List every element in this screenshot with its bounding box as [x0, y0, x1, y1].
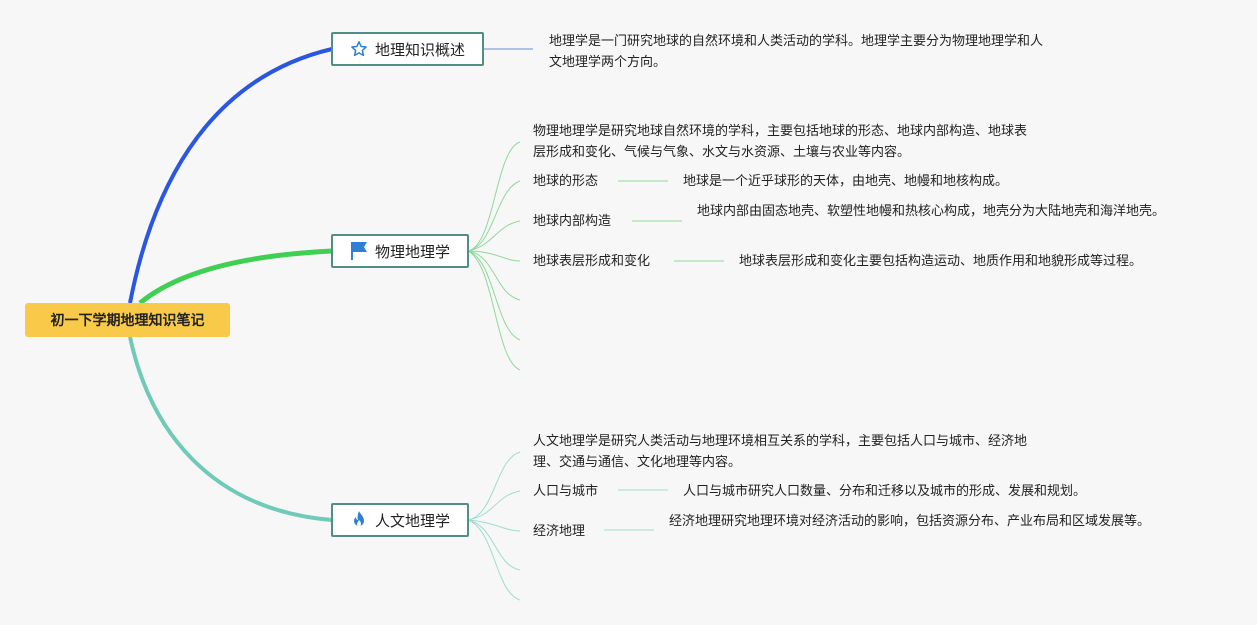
- physical-intro: 物理地理学是研究地球自然环境的学科，主要包括地球的形态、地球内部构造、地球表层形…: [533, 124, 1028, 160]
- root-topic[interactable]: 初一下学期地理知识笔记: [25, 303, 230, 337]
- physical-topic-3-detail: 地球表层形成和变化主要包括构造运动、地质作用和地貌形成等过程。: [739, 254, 1143, 269]
- fire-icon: [349, 510, 369, 530]
- physical-link-intro: [467, 141, 521, 252]
- physical-topic-1-detail: 地球是一个近乎球形的天体，由地壳、地幔和地核构成。: [683, 174, 1009, 189]
- human-link-intro: [467, 451, 521, 521]
- physical-topic-1[interactable]: 地球的形态: [533, 174, 599, 189]
- physical-topic-3[interactable]: 地球表层形成和变化: [533, 254, 651, 269]
- overview-description: 地理学是一门研究地球的自然环境和人类活动的学科。地理学主要分为物理地理学和人文地…: [549, 34, 1044, 70]
- star-icon: [349, 39, 369, 59]
- physical-topic-2-detail: 地球内部由固态地壳、软塑性地幔和热核心构成，地壳分为大陆地壳和海洋地壳。: [697, 204, 1166, 219]
- branch-human-label: 人文地理学: [375, 511, 451, 530]
- root-to-overview-link: [128, 47, 333, 304]
- physical-link-5: [467, 250, 521, 341]
- root-to-human-link: [128, 336, 333, 522]
- human-topic-2[interactable]: 经济地理: [533, 524, 586, 539]
- physical-link-2: [467, 220, 521, 252]
- flag-icon: [349, 241, 369, 261]
- root-topic-label: 初一下学期地理知识笔记: [50, 313, 205, 329]
- human-topic-2-detail: 经济地理研究地理环境对经济活动的影响，包括资源分布、产业布局和区域发展等。: [669, 514, 1151, 529]
- human-topic-1[interactable]: 人口与城市: [533, 484, 599, 499]
- branch-physical-geography[interactable]: 物理地理学: [331, 234, 469, 268]
- branch-physical-label: 物理地理学: [375, 242, 451, 261]
- human-intro: 人文地理学是研究人类活动与地理环境相互关系的学科，主要包括人口与城市、经济地理、…: [533, 434, 1028, 470]
- branch-overview-label: 地理知识概述: [375, 40, 466, 59]
- human-link-3: [467, 519, 521, 571]
- physical-topic-2[interactable]: 地球内部构造: [533, 214, 612, 229]
- root-to-physical-link: [138, 248, 333, 305]
- branch-human-geography[interactable]: 人文地理学: [331, 503, 469, 537]
- human-link-4: [467, 519, 521, 601]
- physical-link-6: [467, 250, 521, 371]
- human-topic-1-detail: 人口与城市研究人口数量、分布和迁移以及城市的形成、发展和规划。: [683, 484, 1087, 499]
- human-link-2: [467, 519, 521, 532]
- physical-link-3: [467, 250, 521, 262]
- physical-link-4: [467, 250, 521, 301]
- branch-overview[interactable]: 地理知识概述: [331, 32, 484, 66]
- physical-link-1: [467, 180, 521, 252]
- human-link-1: [467, 490, 521, 521]
